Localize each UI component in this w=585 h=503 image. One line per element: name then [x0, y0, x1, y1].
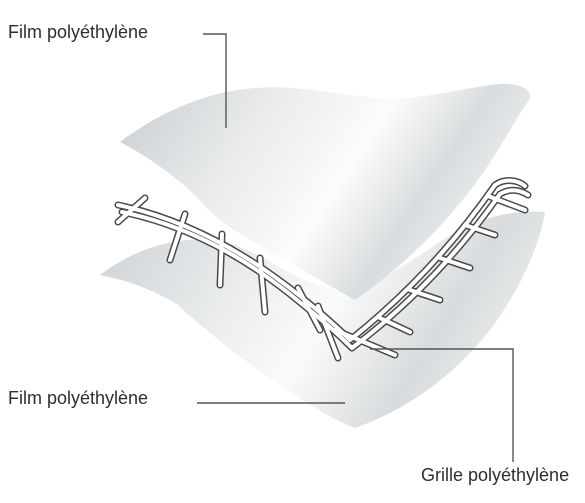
mesh-strand — [408, 288, 442, 302]
mesh-strand — [463, 223, 497, 237]
leader-grid — [370, 348, 514, 462]
label-top-film: Film polyéthylène — [8, 22, 149, 42]
label-grid: Grille polyéthylène — [421, 465, 570, 485]
top-film — [120, 83, 531, 300]
mesh-strand — [116, 203, 352, 342]
mesh-strand — [218, 232, 224, 287]
mesh-strand — [348, 178, 527, 342]
mesh-strand — [350, 188, 530, 350]
mesh-strands-fill — [116, 178, 530, 360]
mesh-grid-fill — [116, 178, 530, 360]
mesh-strand — [258, 256, 267, 314]
mesh-strand — [438, 256, 472, 270]
mesh-strand — [486, 194, 527, 212]
mesh-strand — [316, 304, 340, 360]
mesh-strand — [333, 328, 397, 357]
mesh-strand — [116, 196, 147, 224]
mesh-strand — [296, 286, 322, 332]
mesh-strand — [168, 212, 187, 262]
leader-top-film — [203, 33, 227, 128]
leader-lines — [197, 33, 514, 462]
label-bottom-film: Film polyéthylène — [8, 388, 149, 408]
mesh-strand — [378, 316, 412, 334]
